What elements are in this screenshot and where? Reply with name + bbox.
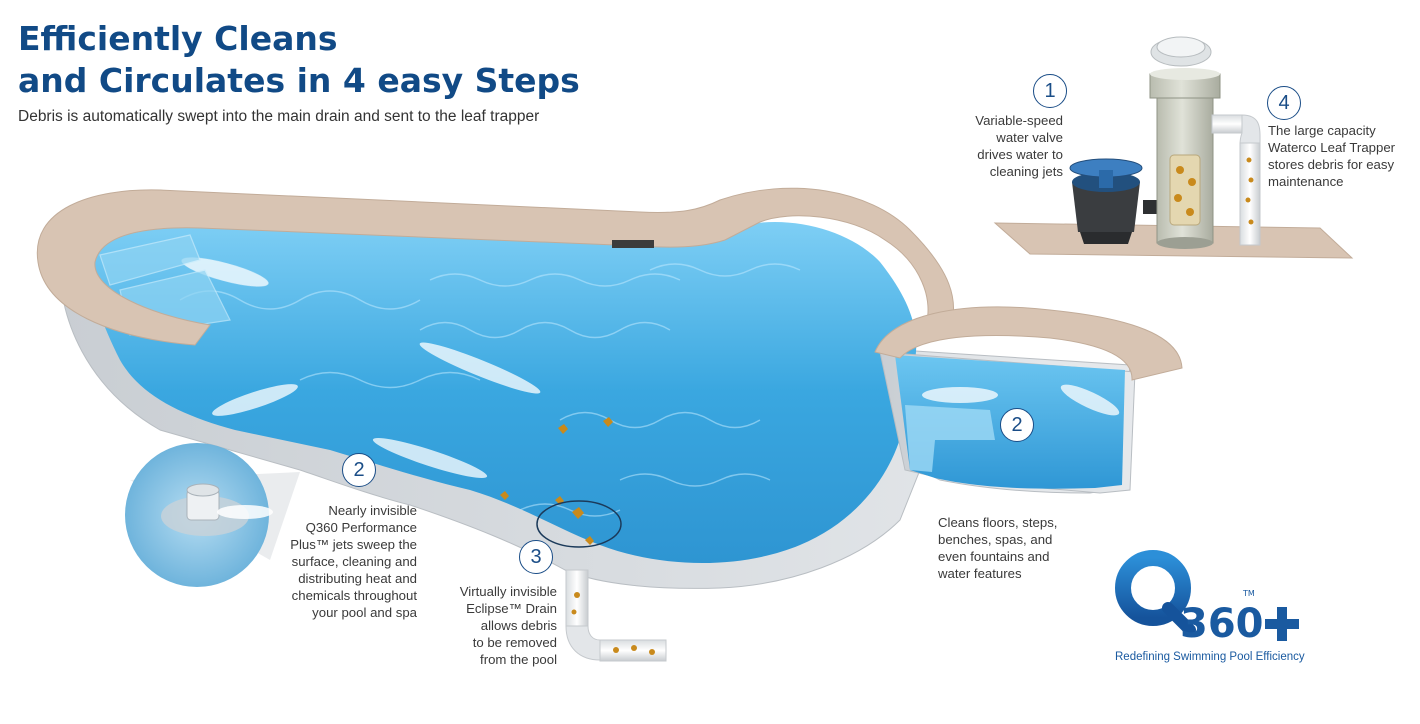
step-1-number: 1: [1033, 74, 1067, 108]
step-2-spa-line: Cleans floors, steps,: [938, 515, 1058, 530]
logo-trademark: TM: [1242, 589, 1255, 598]
jet-streams: [181, 257, 541, 479]
step-4-line: The large capacity: [1268, 123, 1376, 138]
step-2-spa-number: 2: [1000, 408, 1034, 442]
leaf-trapper-icon: [1143, 36, 1261, 249]
step-2-spa-line: water features: [938, 566, 1022, 581]
step-2-line: your pool and spa: [312, 605, 417, 620]
step-4-number: 4: [1267, 86, 1301, 120]
variable-speed-valve-icon: [1069, 158, 1143, 244]
spa-coping: [874, 306, 1183, 381]
step-2-spa-description: Cleans floors, steps, benches, spas, and…: [938, 514, 1057, 582]
step-4-line: Waterco Leaf Trapper: [1268, 140, 1396, 155]
step-1-line: cleaning jets: [989, 164, 1063, 179]
step-4-line: stores debris for easy: [1268, 157, 1395, 172]
step-1-line: Variable-speed: [975, 113, 1063, 128]
step-4-description: The large capacity Waterco Leaf Trapper …: [1268, 122, 1395, 190]
step-2-line: Q360 Performance: [305, 520, 417, 535]
drain-highlight-ring: [536, 500, 622, 548]
q360-logo: 360 TM: [1115, 550, 1299, 647]
step-3-line: Virtually invisible: [459, 584, 557, 599]
step-3-line: allows debris: [480, 618, 557, 633]
step-2-number: 2: [342, 453, 376, 487]
step-2-spa-line: benches, spas, and: [938, 532, 1053, 547]
step-3-number: 3: [519, 540, 553, 574]
brand-tagline: Redefining Swimming Pool Efficiency: [1115, 651, 1305, 663]
pool-coping: [36, 187, 955, 346]
page-subtitle: Debris is automatically swept into the m…: [18, 108, 540, 125]
step-2-description: Nearly invisible Q360 Performance Plus™ …: [290, 502, 417, 621]
jet-nozzle-icon: [125, 443, 300, 587]
step-2-line: chemicals throughout: [291, 588, 417, 603]
step-2-spa-line: even fountains and: [938, 549, 1050, 564]
pool-skimmer: [612, 240, 654, 248]
title-line-2: and Circulates in 4 easy Steps: [18, 61, 580, 100]
logo-number: 360: [1180, 601, 1264, 647]
step-2-line: Plus™ jets sweep the: [290, 537, 417, 552]
water-caustics: [179, 263, 801, 517]
drain-pipe-icon: [565, 569, 667, 662]
title-line-1: Efficiently Cleans: [18, 19, 338, 58]
step-3-line: to be removed: [472, 635, 557, 650]
spa-bench: [905, 405, 995, 472]
step-1-line: drives water to: [977, 147, 1063, 162]
step-2-line: distributing heat and: [298, 571, 417, 586]
page-title: Efficiently Cleans and Circulates in 4 e…: [18, 18, 580, 102]
step-1-line: water valve: [996, 130, 1063, 145]
step-2-line: surface, cleaning and: [291, 554, 417, 569]
spa-jet-streams: [922, 384, 1120, 416]
step-4-line: maintenance: [1268, 174, 1344, 189]
step-2-line: Nearly invisible: [328, 503, 417, 518]
pool-water: [91, 219, 917, 564]
step-3-line: Eclipse™ Drain: [466, 601, 557, 616]
step-1-description: Variable-speed water valve drives water …: [975, 112, 1063, 180]
step-3-line: from the pool: [480, 652, 557, 667]
step-3-description: Virtually invisible Eclipse™ Drain allow…: [460, 583, 557, 668]
logo-plus-icon: [1265, 607, 1299, 641]
